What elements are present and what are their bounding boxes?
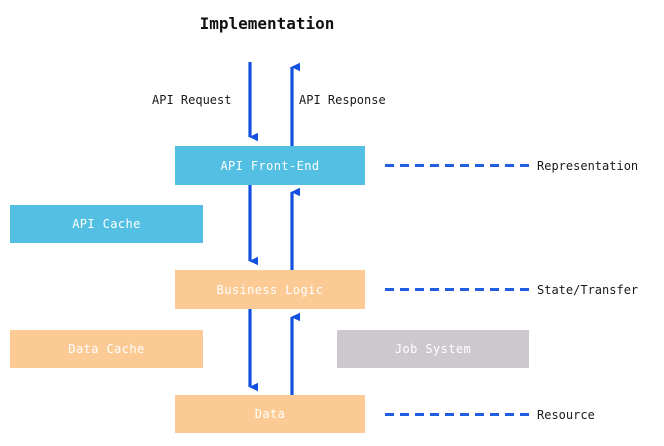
node-data[interactable]: Data — [175, 395, 365, 433]
page-title: Implementation — [199, 14, 335, 33]
dashed-line-representation — [385, 164, 529, 167]
node-api-front-end[interactable]: API Front-End — [175, 146, 365, 185]
node-data-cache[interactable]: Data Cache — [10, 330, 203, 368]
tier-label-representation: Representation — [537, 159, 639, 173]
edge-label-api-request: API Request — [152, 93, 232, 107]
tier-label-resource: Resource — [537, 408, 595, 422]
node-api-cache[interactable]: API Cache — [10, 205, 203, 243]
node-business-logic[interactable]: Business Logic — [175, 270, 365, 309]
dashed-line-state-transfer — [385, 288, 529, 291]
dashed-line-resource — [385, 413, 529, 416]
edge-label-api-response: API Response — [299, 93, 386, 107]
node-job-system[interactable]: Job System — [337, 330, 529, 368]
tier-label-state-transfer: State/Transfer — [537, 283, 639, 297]
